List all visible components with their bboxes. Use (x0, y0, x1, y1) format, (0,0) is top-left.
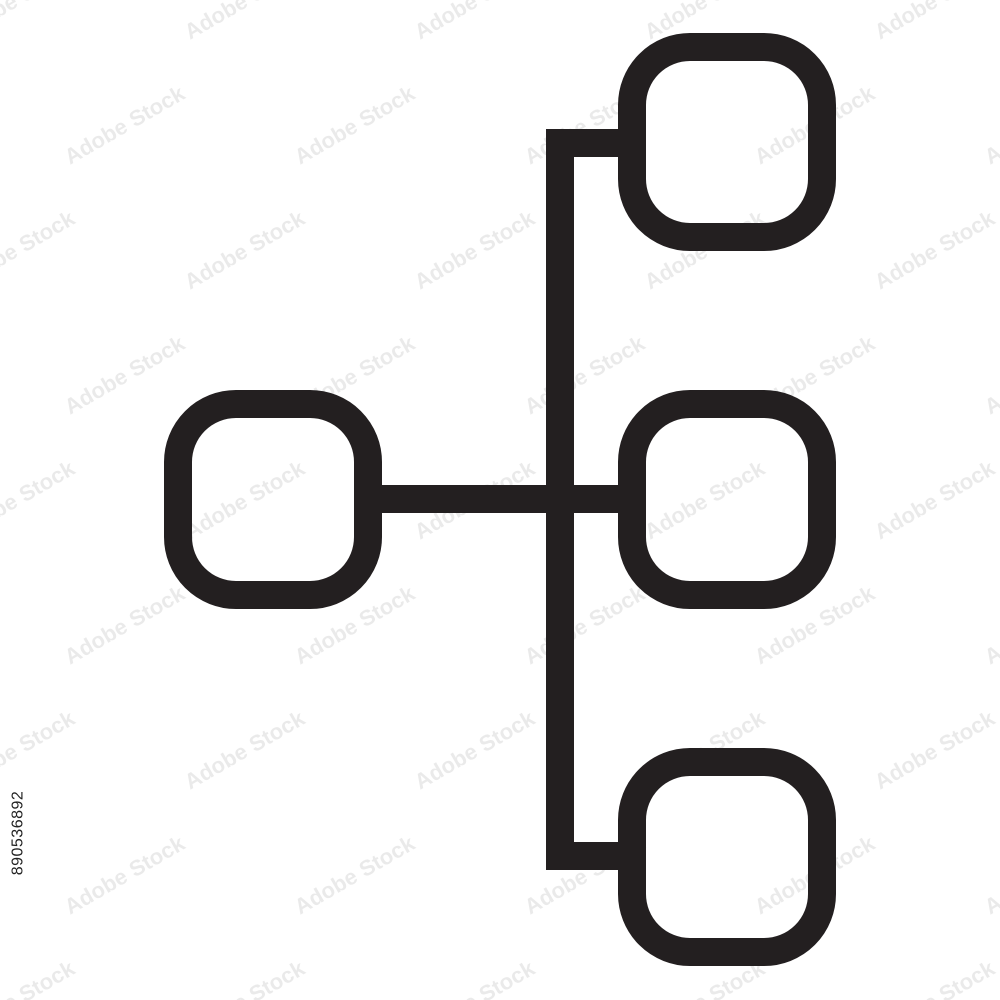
asset-id-label: 890536892 (6, 758, 30, 908)
asset-id-text: 890536892 (9, 790, 26, 876)
connector-top (546, 129, 632, 499)
connector-bottom (546, 499, 632, 870)
node-child-bottom (618, 748, 836, 966)
node-root (164, 390, 382, 609)
node-child-top (618, 33, 836, 251)
node-child-middle (618, 390, 836, 609)
